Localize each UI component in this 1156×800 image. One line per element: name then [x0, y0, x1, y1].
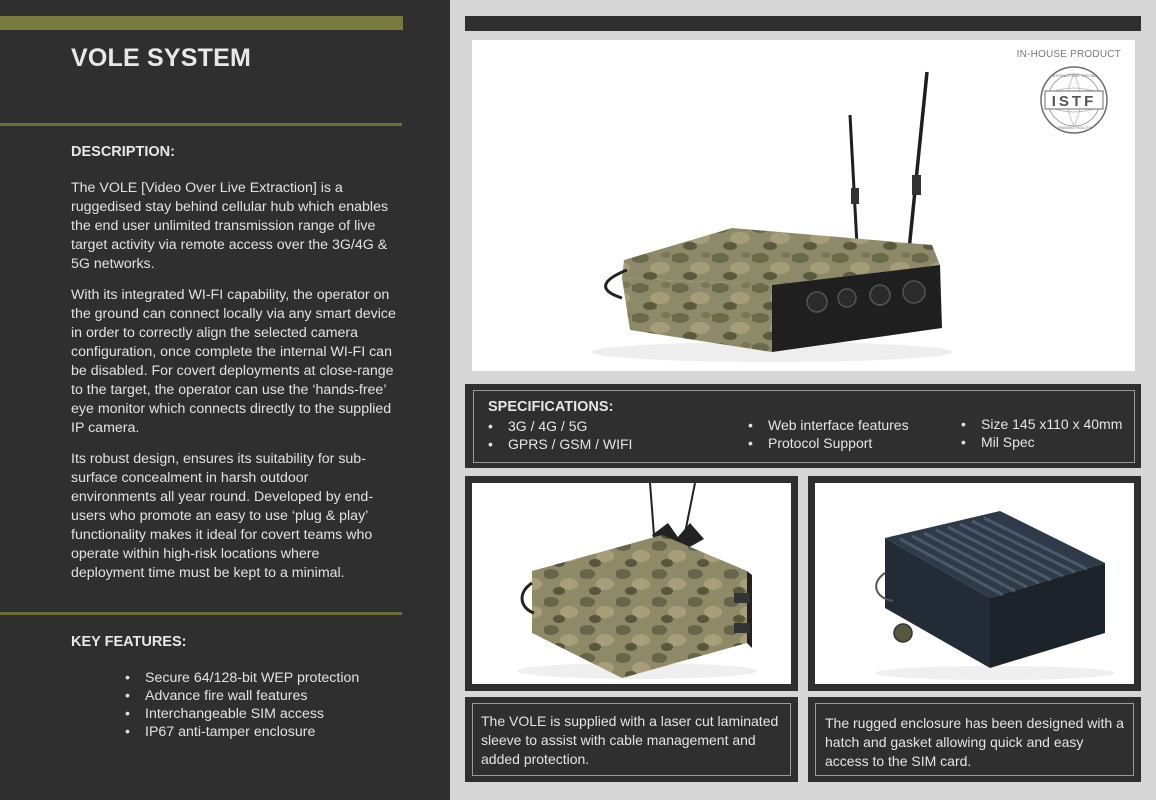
- key-features-heading: KEY FEATURES:: [71, 634, 187, 650]
- spec-column: Web interface features Protocol Support: [748, 416, 909, 452]
- logo-ring-top: INTERNATIONAL SPECIAL: [1052, 74, 1097, 78]
- enclosure-photo-frame: [808, 476, 1141, 691]
- enclosure-caption-box: The rugged enclosure has been designed w…: [808, 697, 1141, 782]
- spec-column: Size 145 x110 x 40mm Mil Spec: [961, 415, 1122, 451]
- rugged-enclosure-image: [875, 511, 1115, 680]
- spec-column: 3G / 4G / 5G GPRS / GSM / WIFI: [488, 417, 632, 453]
- camo-sleeve-device-image: [517, 483, 757, 679]
- description-body: The VOLE [Video Over Live Extraction] is…: [71, 179, 396, 595]
- top-dark-bar: [465, 16, 1141, 31]
- description-paragraph: Its robust design, ensures its suitabili…: [71, 451, 374, 581]
- hero-product-image: IN-HOUSE PRODUCT ISTF INTERNATIONAL SPEC…: [472, 40, 1135, 371]
- istf-logo-icon: ISTF INTERNATIONAL SPECIAL TRAINING FACI…: [1040, 66, 1108, 134]
- specifications-box: SPECIFICATIONS: 3G / 4G / 5G GPRS / GSM …: [465, 384, 1141, 468]
- list-item: 3G / 4G / 5G: [488, 417, 632, 435]
- in-house-badge: IN-HOUSE PRODUCT: [1016, 49, 1121, 60]
- list-item: Web interface features: [748, 416, 909, 434]
- sleeve-photo-frame: [465, 476, 798, 691]
- list-item: GPRS / GSM / WIFI: [488, 435, 632, 453]
- logo-text: ISTF: [1052, 93, 1097, 110]
- left-panel: VOLE SYSTEM DESCRIPTION: The VOLE [Video…: [0, 0, 450, 800]
- sleeve-caption-box: The VOLE is supplied with a laser cut la…: [465, 697, 798, 782]
- caption-text: The VOLE is supplied with a laser cut la…: [472, 703, 791, 776]
- olive-accent-bar: [0, 16, 403, 30]
- description-paragraph: With its integrated WI-FI capability, th…: [71, 287, 396, 436]
- list-item: Size 145 x110 x 40mm: [961, 415, 1122, 433]
- divider: [0, 123, 402, 126]
- list-item: Mil Spec: [961, 433, 1122, 451]
- key-features-list: Secure 64/128-bit WEP protection Advance…: [125, 669, 359, 741]
- description-paragraph: The VOLE [Video Over Live Extraction] is…: [71, 180, 389, 272]
- vole-device-illustration: [592, 71, 952, 362]
- list-item: Secure 64/128-bit WEP protection: [125, 669, 359, 687]
- list-item: Advance fire wall features: [125, 687, 359, 705]
- caption-text: The rugged enclosure has been designed w…: [815, 703, 1134, 776]
- divider: [0, 612, 402, 615]
- logo-ring-bottom: TRAINING FACILITY: [1057, 126, 1091, 130]
- list-item: IP67 anti-tamper enclosure: [125, 723, 359, 741]
- page-title: VOLE SYSTEM: [71, 44, 252, 72]
- list-item: Protocol Support: [748, 434, 909, 452]
- specifications-heading: SPECIFICATIONS:: [488, 399, 614, 415]
- list-item: Interchangeable SIM access: [125, 705, 359, 723]
- description-heading: DESCRIPTION:: [71, 144, 175, 160]
